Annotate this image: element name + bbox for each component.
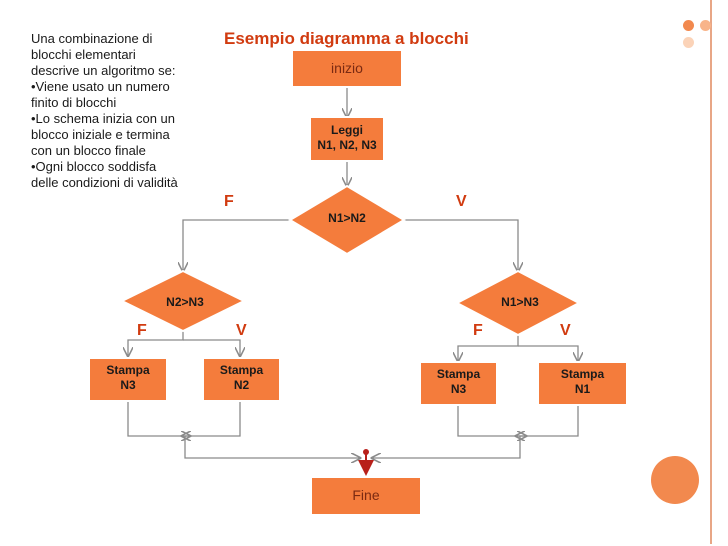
block-print-n3-right — [419, 361, 498, 406]
branch-main-true: V — [456, 193, 467, 210]
slide-border — [710, 0, 712, 544]
connector-right-false — [458, 335, 519, 361]
description-bullet-2: •Lo schema inizia con un blocco iniziale… — [31, 111, 176, 158]
end-label: Fine — [352, 487, 380, 503]
print-n2-line1: Stampa — [219, 363, 264, 377]
connector-main-true — [404, 219, 518, 271]
description-text: Una combinazione di blocchi elementari d… — [31, 31, 181, 191]
branch-main-false: F — [224, 193, 234, 210]
description-intro: Una combinazione di blocchi elementari d… — [31, 31, 176, 78]
print-n2-line2: N2 — [233, 378, 250, 392]
read-label-line2: N1, N2, N3 — [317, 138, 377, 152]
decision-right — [454, 269, 582, 337]
print-n1-line1: Stampa — [560, 367, 605, 381]
cond-left-label: N2>N3 — [166, 295, 204, 309]
print-n1-line2: N1 — [574, 382, 591, 396]
print-n3-right-line2: N3 — [450, 382, 467, 396]
blocks — [88, 49, 628, 516]
print-n3-left-line1: Stampa — [106, 363, 150, 377]
connector-out-n2 — [182, 400, 241, 436]
description-bullet-3: •Ogni blocco soddisfa delle condizioni d… — [31, 159, 178, 190]
connector-merge-right — [372, 436, 521, 458]
decorative-dot — [683, 37, 694, 48]
print-n1-label: Stampa N1 — [538, 367, 627, 397]
block-read — [309, 116, 385, 162]
block-start — [291, 49, 403, 88]
block-print-n1 — [537, 361, 628, 406]
branch-left-false: F — [137, 322, 147, 339]
diagram-title: Esempio diagramma a blocchi — [224, 29, 469, 48]
connector-out-n3-left — [127, 400, 190, 436]
branch-right-true: V — [560, 322, 571, 339]
connector-out-n3-right — [457, 404, 526, 436]
read-label: Leggi N1, N2, N3 — [310, 123, 384, 153]
connector-left-true — [183, 339, 240, 356]
cond-right-label: N1>N3 — [501, 295, 539, 309]
block-end — [310, 476, 422, 516]
decorative-dot — [683, 20, 694, 31]
decision-left — [119, 269, 247, 333]
connectors — [128, 86, 578, 458]
start-label: inizio — [331, 60, 363, 76]
print-n2-label: Stampa N2 — [203, 363, 280, 393]
merge-point — [363, 449, 369, 455]
branch-left-true: V — [236, 322, 247, 339]
block-print-n3-left — [88, 357, 168, 402]
connector-main-false — [183, 219, 290, 271]
decision-main — [288, 184, 406, 256]
connector-right-true — [518, 345, 578, 361]
connector-left-false — [128, 330, 184, 356]
connector-out-n1 — [516, 404, 579, 436]
cond-main-label: N1>N2 — [328, 211, 366, 225]
print-n3-left-label: Stampa N3 — [89, 363, 167, 393]
print-n3-right-label: Stampa N3 — [420, 367, 497, 397]
decorative-circle — [651, 456, 699, 504]
print-n3-left-line2: N3 — [120, 378, 136, 392]
connector-merge-left — [184, 436, 360, 458]
read-label-line1: Leggi — [331, 123, 363, 137]
print-n3-right-line1: Stampa — [436, 367, 481, 381]
description-bullet-1: •Viene usato un numero finito di blocchi — [31, 79, 170, 110]
block-print-n2 — [202, 357, 281, 402]
decorative-dot — [700, 20, 711, 31]
branch-right-false: F — [473, 322, 483, 339]
